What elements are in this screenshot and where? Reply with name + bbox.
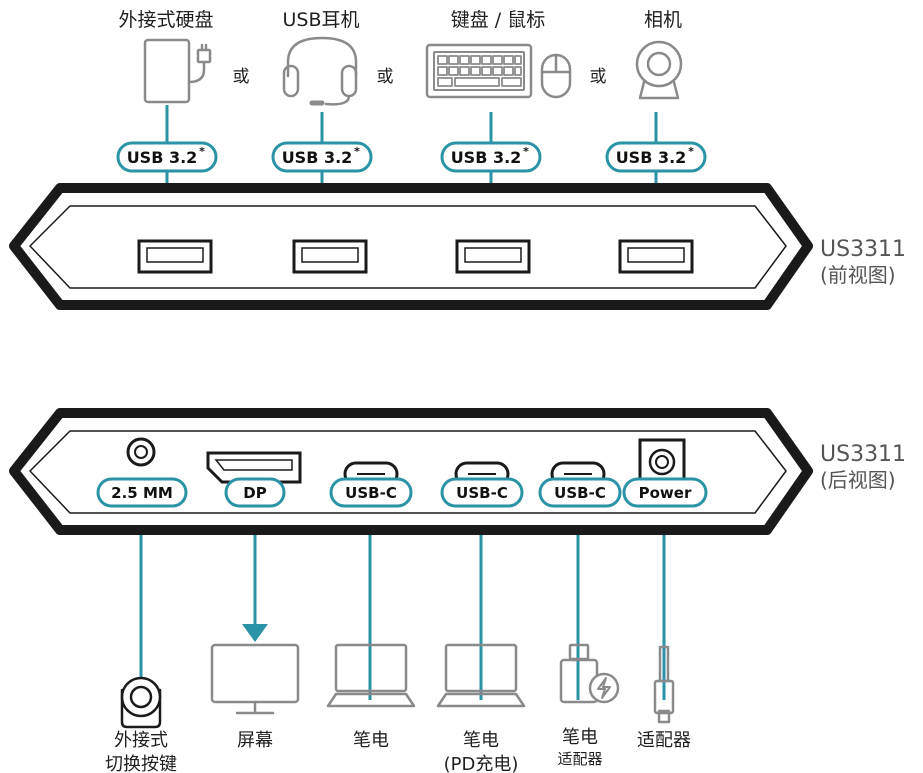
front-device-label-1: 外接式硬盘 — [118, 9, 213, 31]
rear-pill-2: DP — [224, 477, 286, 508]
headset-icon — [282, 36, 358, 106]
rear-label-4-line-2: (PD充电) — [444, 754, 519, 773]
displayport-inner — [214, 459, 293, 471]
front-pill-1: USB 3.2 * — [116, 141, 218, 173]
rear-pill-1: 2.5 MM — [96, 477, 188, 508]
or-word-1: 或 — [233, 67, 250, 87]
front-pill-1-mark: * — [199, 145, 205, 158]
rear-device-label: US3311 — [820, 442, 906, 467]
dp-arrow-icon — [242, 624, 268, 642]
front-pill-4-text: USB 3.2 — [616, 148, 687, 167]
front-device-body — [9, 183, 813, 310]
front-view-label: (前视图) — [820, 263, 896, 287]
rear-device-body — [9, 408, 813, 535]
usb-a-port-4 — [618, 239, 694, 274]
laptop-icon — [326, 643, 416, 708]
front-pill-2: USB 3.2 * — [271, 141, 373, 173]
front-pill-3: USB 3.2 * — [440, 141, 542, 173]
laptop-icon — [436, 643, 526, 708]
keyboard-mouse-icon — [425, 43, 572, 99]
rear-pill-1-text: 2.5 MM — [111, 484, 173, 502]
rear-label-5-line-2: 适配器 — [557, 750, 602, 768]
front-device-label-2: USB耳机 — [282, 9, 359, 31]
front-pill-4: USB 3.2 * — [605, 141, 707, 173]
front-device-label: US3311 — [820, 237, 906, 262]
rear-pill-3: USB-C — [329, 477, 413, 508]
rear-view: 2.5 MM DP USB-C USB-C USB-C Power — [9, 408, 906, 773]
front-pill-2-text: USB 3.2 — [282, 148, 353, 167]
or-word-2: 或 — [377, 67, 394, 87]
front-pill-3-mark: * — [523, 145, 529, 158]
front-port-pills: USB 3.2 * USB 3.2 * USB 3.2 * USB 3.2 * — [116, 141, 707, 173]
or-word-3: 或 — [590, 67, 607, 87]
usb-a-port-1 — [137, 239, 213, 274]
monitor-icon — [210, 643, 300, 715]
rear-pill-5-text: USB-C — [554, 484, 606, 502]
rear-pill-6-text: Power — [639, 484, 692, 502]
rear-label-3: 笔电 — [353, 730, 389, 751]
rear-label-4-line-1: 笔电 — [463, 730, 499, 751]
rear-pill-4: USB-C — [440, 477, 524, 508]
audio-jack-port — [126, 437, 156, 467]
front-view: USB 3.2 * USB 3.2 * USB 3.2 * USB 3.2 * … — [9, 9, 906, 310]
front-pill-2-mark: * — [354, 145, 360, 158]
usb-a-port-3 — [455, 239, 531, 274]
webcam-icon — [635, 40, 683, 100]
front-pill-1-text: USB 3.2 — [127, 148, 198, 167]
power-adapter-icon — [559, 643, 620, 704]
rear-label-1-line-2: 切换按键 — [105, 754, 177, 773]
usb-a-port-2 — [292, 239, 368, 274]
rear-label-2: 屏幕 — [237, 730, 273, 751]
rear-pill-4-text: USB-C — [456, 484, 508, 502]
rear-pill-5: USB-C — [538, 477, 622, 508]
front-pill-4-mark: * — [688, 145, 694, 158]
external-drive-icon — [143, 38, 212, 104]
rear-label-1-line-1: 外接式 — [114, 730, 168, 751]
rear-pill-6: Power — [622, 477, 708, 508]
remote-switch-icon — [120, 676, 162, 729]
front-device-label-4: 相机 — [644, 9, 682, 31]
rear-label-5-line-1: 笔电 — [562, 727, 598, 748]
rear-pill-3-text: USB-C — [345, 484, 397, 502]
front-usb-ports — [137, 239, 694, 274]
rear-port-pills: 2.5 MM DP USB-C USB-C USB-C Power — [96, 477, 708, 508]
front-pill-3-text: USB 3.2 — [451, 148, 522, 167]
power-plug-icon — [653, 645, 675, 724]
rear-view-label: (后视图) — [820, 468, 896, 492]
rear-pill-2-text: DP — [243, 484, 266, 502]
rear-label-6: 适配器 — [637, 730, 691, 751]
front-device-label-3: 键盘 / 鼠标 — [451, 9, 545, 31]
